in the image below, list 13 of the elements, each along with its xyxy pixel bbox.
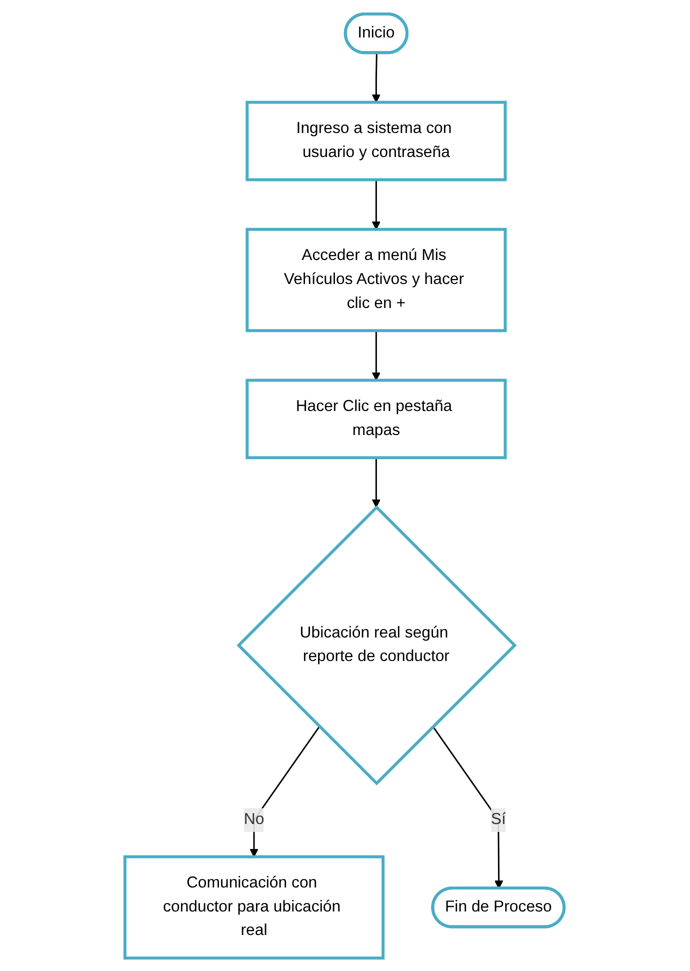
arrow	[372, 457, 382, 508]
node-box: Ingreso a sistema con usuario y contraseña	[246, 100, 508, 181]
edge-label: Sí	[491, 810, 506, 828]
arrow	[432, 726, 504, 888]
arrow	[372, 52, 382, 102]
arrow	[372, 330, 382, 380]
arrow	[372, 179, 382, 230]
node-box: Hacer Clic en pestaña mapas	[246, 378, 508, 459]
node-diamond: Ubicación real según reporte de conductor	[237, 504, 518, 785]
arrow	[250, 726, 320, 857]
node-box: Comunicación con conductor para ubicación real	[124, 854, 386, 960]
node-box: Acceder a menú Mis Vehículos Activos y hacer clic en +	[246, 227, 508, 332]
edge-label: No	[244, 810, 265, 828]
